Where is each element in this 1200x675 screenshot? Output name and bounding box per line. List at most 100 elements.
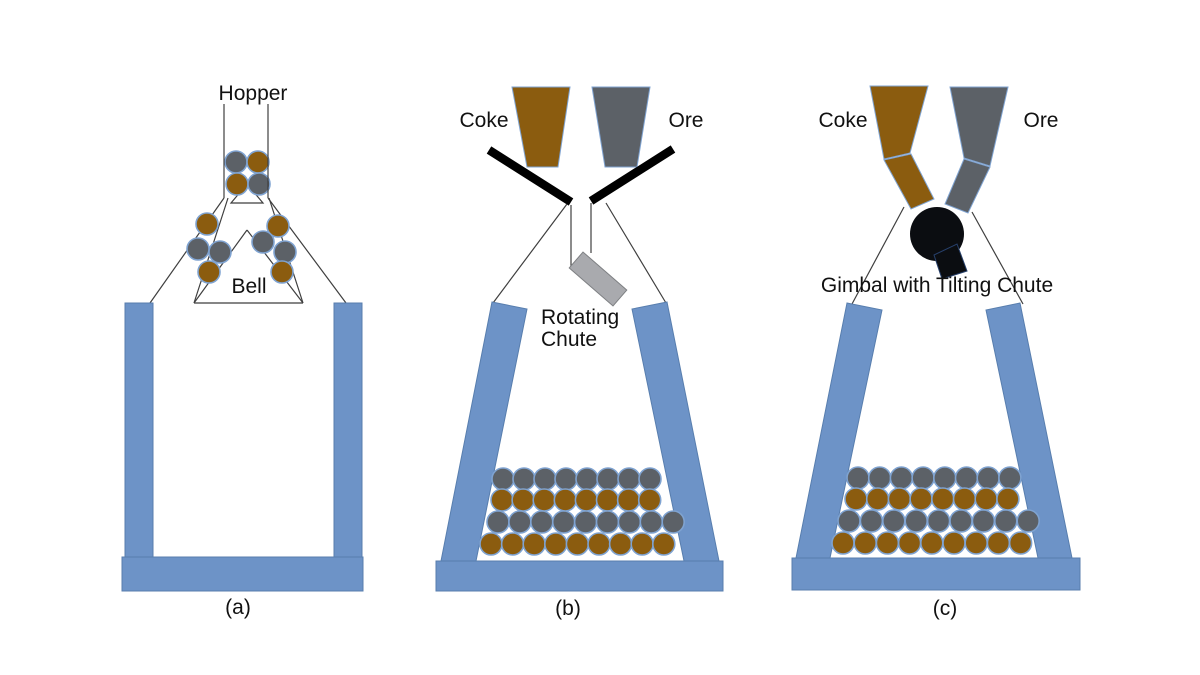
panel-c: Coke Ore Gimbal with Tilting Chute (c) xyxy=(791,85,1081,620)
coke-particle xyxy=(587,532,611,556)
coke-particle xyxy=(853,531,878,555)
ore-particle xyxy=(186,237,210,261)
ore-particle xyxy=(247,172,271,196)
coke-particle xyxy=(479,532,503,556)
ore-particle xyxy=(976,466,1001,490)
coke-particle xyxy=(522,532,547,556)
furnace-base-c xyxy=(791,557,1081,591)
ore-particle xyxy=(993,509,1018,533)
bell-label: Bell xyxy=(231,275,266,298)
coke-particle xyxy=(651,532,676,556)
tilting-chute xyxy=(933,243,968,280)
ore-particle xyxy=(638,467,662,491)
ore-particle xyxy=(617,510,642,534)
coke-hopper-b xyxy=(511,86,571,168)
coke-label-b: Coke xyxy=(459,109,508,132)
coke-particle xyxy=(909,487,933,511)
ore-particle xyxy=(639,510,664,534)
ore-particle xyxy=(904,509,929,533)
hopper-tube xyxy=(223,104,269,198)
coke-particle xyxy=(616,488,641,512)
coke-particle xyxy=(865,487,890,511)
furnace-base-a xyxy=(121,556,364,592)
ore-particle xyxy=(486,510,510,534)
ore-particle xyxy=(512,467,536,491)
ore-particle xyxy=(837,509,861,533)
hopper-label: Hopper xyxy=(219,82,288,105)
burden-layers-c xyxy=(831,466,1040,555)
ore-particle xyxy=(508,510,532,534)
coke-particle xyxy=(964,531,989,555)
burden-particles-a xyxy=(186,150,297,284)
coke-particle xyxy=(270,260,294,284)
rotating-chute-body xyxy=(568,251,628,307)
ore-particle xyxy=(846,466,870,490)
ore-particle xyxy=(926,509,951,533)
coke-particle xyxy=(844,487,868,511)
ore-particle xyxy=(595,510,620,534)
ore-particle xyxy=(554,467,578,491)
ore-particle xyxy=(273,240,297,264)
ore-particle xyxy=(998,466,1022,490)
ore-particle xyxy=(596,467,620,491)
ore-particle xyxy=(617,467,641,491)
rotating-chute xyxy=(568,251,628,307)
coke-hopper-c xyxy=(869,85,929,160)
coke-particle xyxy=(511,488,535,512)
ore-particle xyxy=(971,509,996,533)
ore-particle xyxy=(911,466,935,490)
coke-particle xyxy=(1008,531,1033,555)
ore-particle xyxy=(573,510,598,534)
coke-particle xyxy=(195,212,219,236)
rotating-chute-label-1: Rotating xyxy=(541,306,619,329)
rotating-chute-label-2: Chute xyxy=(541,328,597,351)
coke-particle xyxy=(543,532,568,556)
ore-particle xyxy=(867,466,892,490)
coke-particle xyxy=(500,532,525,556)
gimbal-label: Gimbal with Tilting Chute xyxy=(821,274,1053,297)
coke-particle xyxy=(532,488,557,512)
ore-particle xyxy=(1016,509,1040,533)
ore-particle xyxy=(575,467,599,491)
caption-c: (c) xyxy=(933,597,958,620)
ore-particle xyxy=(533,467,557,491)
coke-particle xyxy=(565,532,590,556)
ore-hopper-c xyxy=(949,86,1009,167)
ore-particle xyxy=(954,466,979,490)
coke-particle xyxy=(266,214,290,238)
coke-particle xyxy=(919,531,944,555)
ore-particle xyxy=(661,510,686,534)
coke-particle xyxy=(952,487,977,511)
furnace-base-b xyxy=(435,560,724,592)
coke-particle xyxy=(246,150,270,174)
feed-channel-b xyxy=(570,203,592,268)
coke-particle xyxy=(637,488,662,512)
seal-valves-b xyxy=(486,145,676,206)
coke-particle xyxy=(930,487,955,511)
coke-particle xyxy=(875,531,900,555)
coke-particle xyxy=(553,488,578,512)
coke-arm-c xyxy=(883,153,935,210)
furnace-wall-right-a xyxy=(333,302,363,558)
ore-particle xyxy=(859,509,884,533)
coke-particle xyxy=(574,488,599,512)
coke-label-c: Coke xyxy=(818,109,867,132)
ore-label-c: Ore xyxy=(1023,109,1058,132)
ore-particle xyxy=(224,150,248,174)
panel-b: Coke Ore Rotating Chute (b) xyxy=(435,86,724,620)
coke-particle xyxy=(887,487,912,511)
ore-arm-c xyxy=(944,158,991,214)
coke-particle xyxy=(831,531,855,555)
ore-particle xyxy=(881,509,906,533)
coke-particle xyxy=(490,488,514,512)
caption-a: (a) xyxy=(225,596,251,619)
burden-layers-b xyxy=(479,467,686,556)
panel-a: Hopper Bell (a) xyxy=(121,82,364,619)
coke-particle xyxy=(974,487,999,511)
ore-particle xyxy=(551,510,576,534)
coke-particle xyxy=(630,532,655,556)
caption-b: (b) xyxy=(555,597,581,620)
ore-particle xyxy=(251,230,275,254)
